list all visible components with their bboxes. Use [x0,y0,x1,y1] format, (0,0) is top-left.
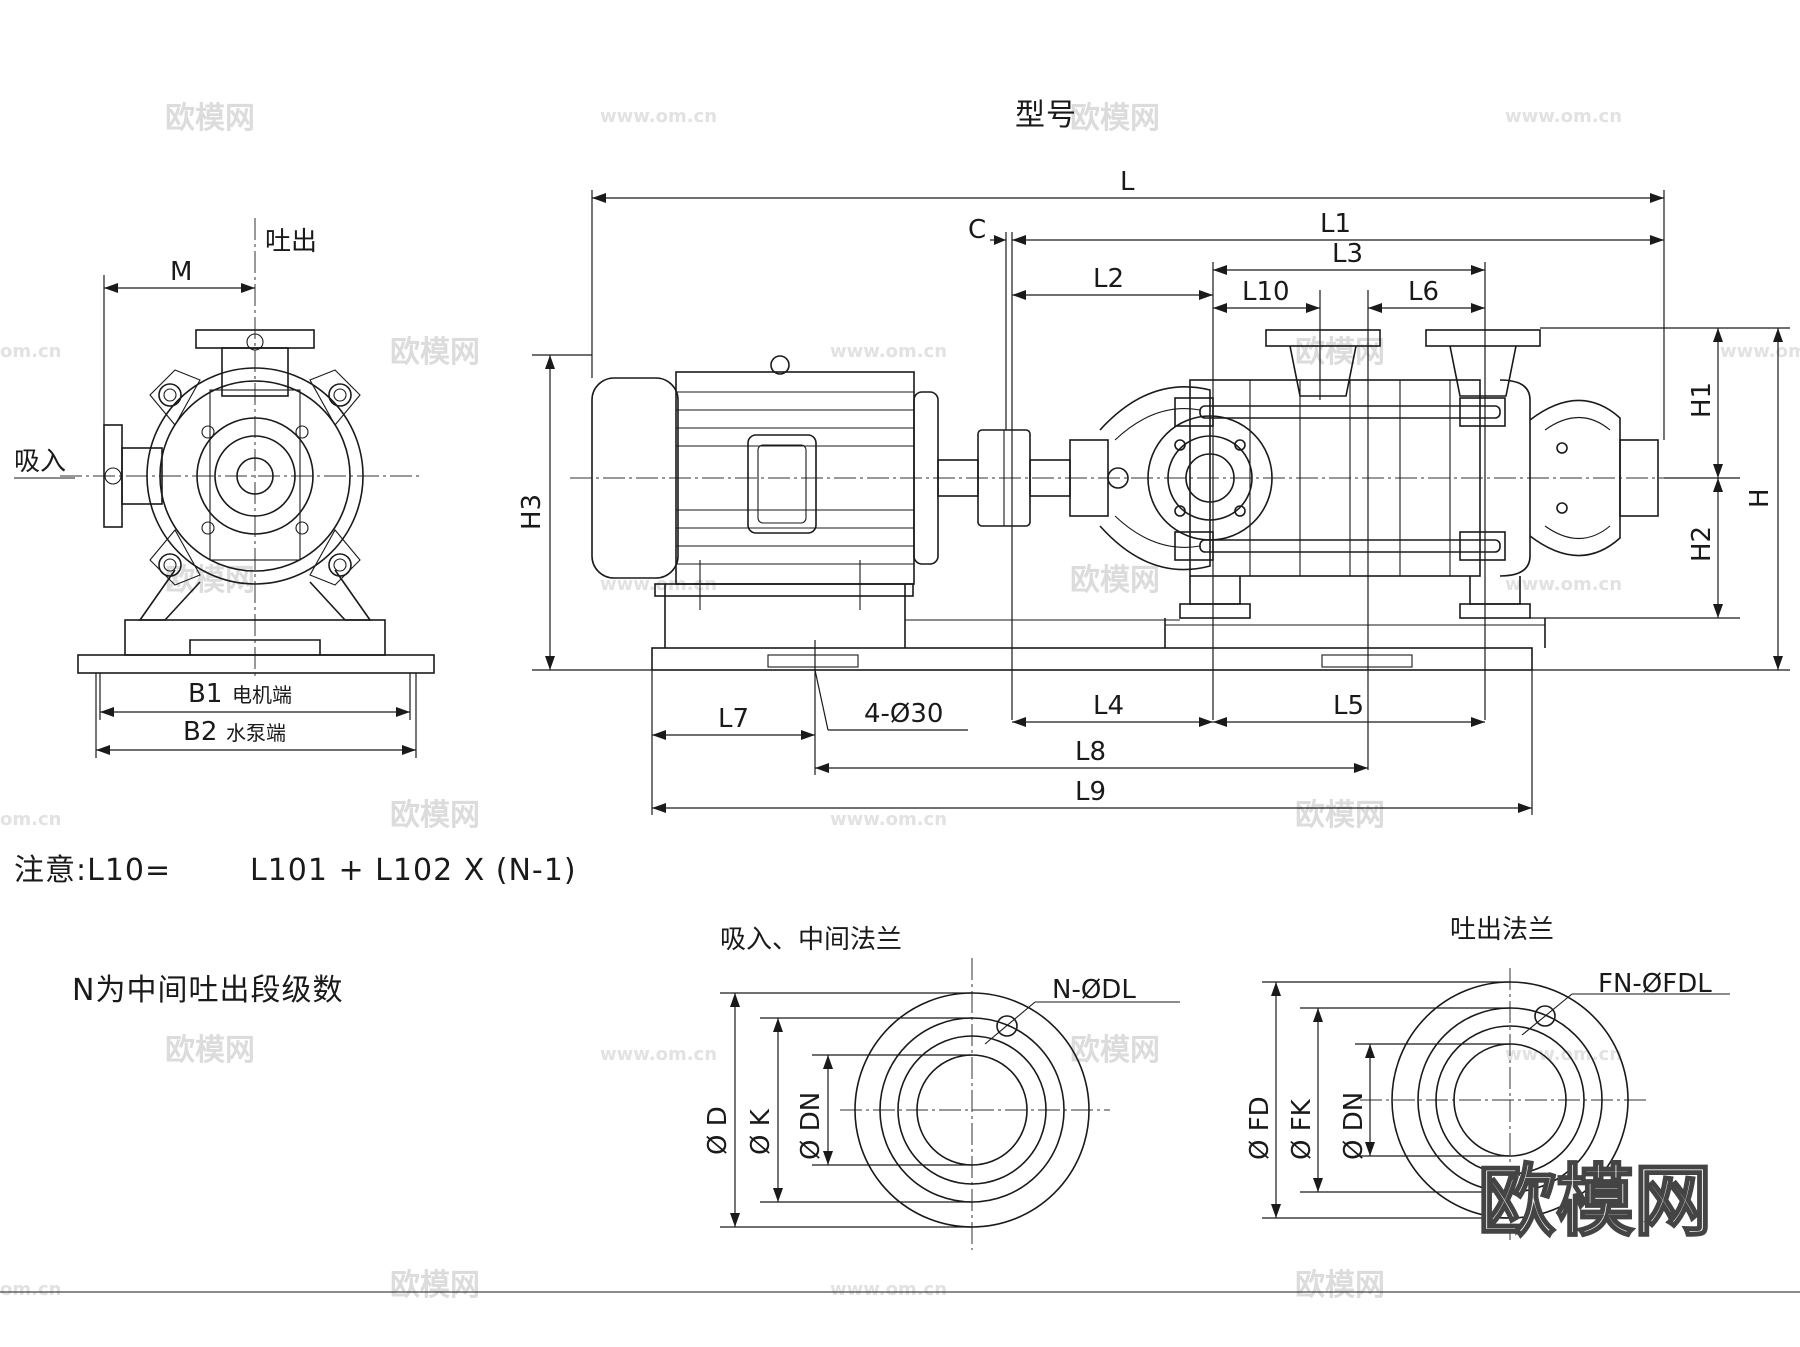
dim-label-l1: L1 [1320,209,1351,239]
watermark-logo: 欧模网 [1295,798,1385,833]
watermark-logo: 欧模网 [1070,101,1160,136]
watermark-site: www.om.cn [830,809,947,830]
dim-label-outlet-dn: Ø DN [1339,1092,1369,1160]
pump-body [1069,329,1659,648]
dim-label-h3: H3 [517,494,547,530]
dim-label-l10: L10 [1242,277,1290,307]
dim-label-l4: L4 [1093,691,1124,721]
formula-body: L101 + L102 X (N-1) [250,853,577,888]
watermark-logo: 欧模网 [1295,1268,1385,1303]
outlet-flange-detail: 吐出法兰 FN-ØFDL Ø FD Ø FK Ø DN [1245,915,1730,1240]
dim-label-h: H [1745,488,1775,508]
watermark-site: www.om.cn [600,106,717,127]
watermark-site: www.om.cn [1505,106,1622,127]
front-view: L L1 C L3 L2 L10 L6 [517,167,1790,815]
dim-label-l3: L3 [1332,239,1363,269]
motor [591,355,1180,648]
dim-label-c: C [968,215,986,245]
watermark-logo: 欧模网 [1070,1033,1160,1068]
watermark-logo: 欧模网 [390,1268,480,1303]
watermark-site: www.om.cn [1505,1044,1622,1065]
dim-label-h1: H1 [1687,382,1717,418]
dim-label-fd: Ø FD [1245,1096,1275,1160]
watermark-site: om.cn [0,1279,61,1300]
outlet-label: 吐出 [265,227,317,257]
watermark-site: www.om.cn [830,1279,947,1300]
notes: 注意:L10= L101 + L102 X (N-1) N为中间吐出段级数 [14,853,577,1008]
dim-label-l2: L2 [1093,264,1124,294]
watermark-site: www.om.cn [1720,341,1800,362]
side-view: M 吐出 吸入 B1 电机端 B2 水泵端 [14,218,435,758]
watermark-logo: 欧模网 [1070,563,1160,598]
dim-label-fk: Ø FK [1287,1098,1317,1160]
b2-note: 水泵端 [226,721,286,745]
watermark-logo: 欧模网 [165,101,255,136]
dim-label-m: M [170,257,192,287]
outlet-flange-title: 吐出法兰 [1450,915,1554,945]
hole-spec-label: 4-Ø30 [864,699,943,729]
b1-note: 电机端 [232,683,292,707]
inlet-flange-title: 吸入、中间法兰 [720,925,902,955]
dimension-lines: L L1 C L3 L2 L10 L6 [517,167,1790,815]
watermark-site: www.om.cn [1505,574,1622,595]
watermark-site: om.cn [0,341,61,362]
formula-prefix: 注意:L10= [14,853,171,888]
stage-note: N为中间吐出段级数 [72,973,343,1008]
watermark-site: www.om.cn [830,341,947,362]
dim-label-l7: L7 [718,704,749,734]
watermark-logo: 欧模网 [165,1033,255,1068]
dim-label-k: Ø K [746,1108,776,1155]
dim-label-b1: B1 [188,679,222,709]
watermark-site: om.cn [0,809,61,830]
dim-label-b2: B2 [183,717,217,747]
dim-label-l9: L9 [1075,777,1106,807]
watermark-logo: 欧模网 [1295,335,1385,370]
site-logo: 欧模网 [1478,1157,1712,1247]
inlet-label: 吸入 [14,447,66,477]
watermark-site: www.om.cn [600,1044,717,1065]
inlet-bolt-label: N-ØDL [1052,975,1136,1005]
dim-label-dn: Ø DN [796,1092,826,1160]
drawing-title: 型号 [1015,98,1077,133]
dim-label-h2: H2 [1687,526,1717,562]
watermark-logo: 欧模网 [390,798,480,833]
inlet-flange-detail: 吸入、中间法兰 N-ØDL Ø D Ø K Ø DN [703,925,1180,1250]
dim-label-l6: L6 [1408,277,1439,307]
dim-label-l: L [1120,167,1135,197]
dim-label-d: Ø D [703,1106,733,1155]
dim-label-l5: L5 [1333,691,1364,721]
watermark-layer: 欧模网 欧模网 欧模网 欧模网 欧模网 欧模网 欧模网 欧模网 欧模网 欧模网 … [0,101,1800,1303]
outlet-bolt-label: FN-ØFDL [1598,969,1712,999]
dim-label-l8: L8 [1075,737,1106,767]
watermark-logo: 欧模网 [390,335,480,370]
watermark-logo: 欧模网 [165,563,255,598]
